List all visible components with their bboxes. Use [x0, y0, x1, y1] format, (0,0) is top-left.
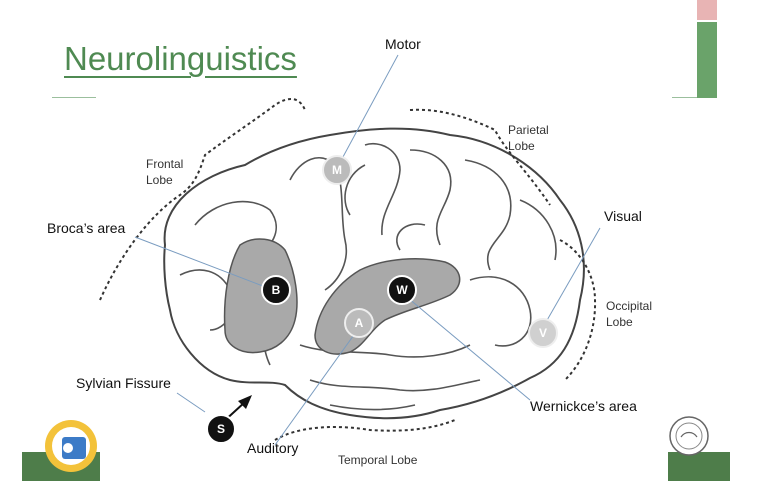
marker-motor — [322, 155, 352, 185]
marker-wernicke — [387, 275, 417, 305]
label-sylvian-fissure: Sylvian Fissure — [76, 375, 171, 391]
label-frontal-lobe: Frontal Lobe — [146, 157, 184, 187]
temporal-lobe-boundary — [274, 419, 456, 441]
label-auditory: Auditory — [247, 440, 299, 456]
marker-broca — [261, 275, 291, 305]
marker-b-text: B — [272, 283, 281, 297]
label-occipital-lobe: Occipital Lobe — [606, 299, 653, 329]
marker-w-text: W — [396, 283, 408, 297]
page-title: Neurolinguistics — [64, 40, 297, 77]
label-visual: Visual — [604, 208, 642, 224]
title-rule-left — [52, 97, 96, 98]
label-wernickes-area: Wernickce’s area — [530, 398, 637, 414]
marker-visual — [528, 318, 558, 348]
occipital-lobe-boundary — [559, 239, 597, 381]
marker-m-text: M — [332, 163, 342, 177]
parietal-lobe-boundary — [409, 108, 551, 206]
label-brocas-area: Broca’s area — [47, 220, 126, 236]
marker-sylvian — [206, 414, 236, 444]
marker-auditory — [344, 308, 374, 338]
label-parietal-lobe: Parietal Lobe — [508, 123, 549, 153]
right-seal-icon — [669, 416, 709, 456]
marker-v-text: V — [539, 326, 547, 340]
label-temporal-lobe: Temporal Lobe — [338, 453, 418, 467]
left-logo-icon — [45, 420, 97, 472]
label-motor: Motor — [385, 36, 421, 52]
accent-bar-pink — [697, 0, 717, 20]
brocas-area-region — [223, 238, 298, 354]
marker-a-text: A — [355, 316, 364, 330]
accent-bar-green — [697, 22, 717, 98]
marker-s-text: S — [217, 422, 225, 436]
title-rule-right — [672, 97, 716, 98]
frontal-lobe-boundary — [99, 98, 306, 301]
